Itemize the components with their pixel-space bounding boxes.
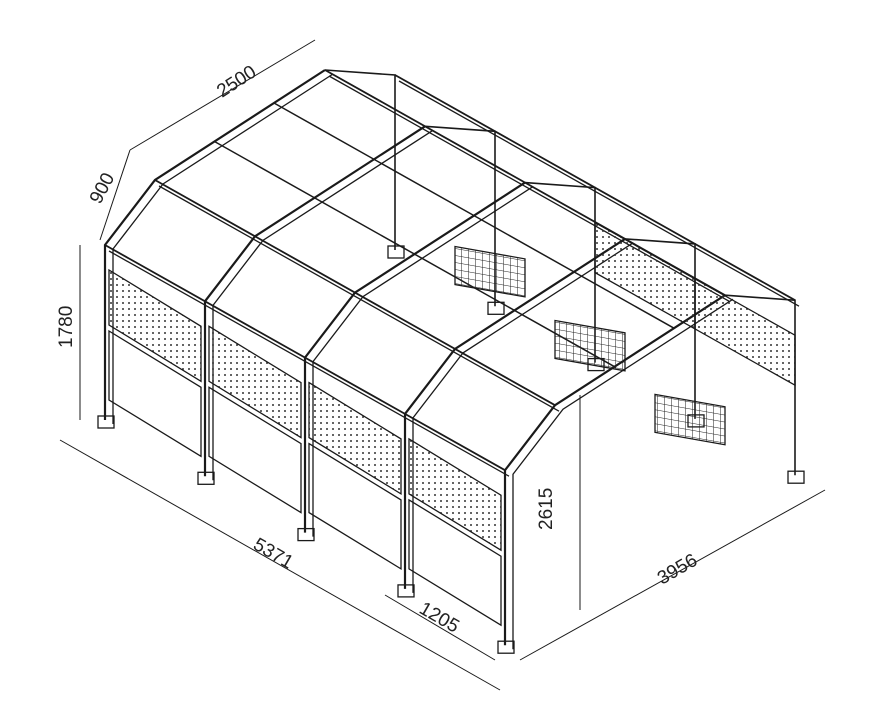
frame-inner-edge [112,73,334,424]
light-grid [454,245,526,298]
longitudinal-beam [154,179,556,406]
dim-length: 5371 [250,534,297,573]
column-foot [297,527,315,542]
solid-panel [308,442,402,571]
dim-eave-height: 1780 [56,306,77,348]
dim-line-roof-width [129,39,316,151]
frame-5 [503,294,726,646]
back-perforated-panel [694,277,796,387]
longitudinal-beam-edge [398,80,800,307]
longitudinal-beam-edge [108,250,510,477]
frame-inner-edge [412,242,634,593]
dim-line-roof-slope [99,149,131,241]
frame-inner-edge [312,186,534,537]
frame-structure [97,69,805,654]
longitudinal-beam-edge [158,185,560,412]
solid-panel [108,329,202,458]
dim-line-bay [384,594,496,661]
frame-1 [103,69,326,420]
column-foot [197,471,215,485]
frame-2 [203,125,426,477]
frame-inner-edge [212,129,434,481]
column-foot [787,470,805,484]
frame-3 [303,181,526,533]
dim-line-length [59,439,501,691]
dim-ridge-height: 2615 [536,488,557,530]
perforated-panel [108,268,202,383]
solid-panel [208,386,302,514]
column-foot [497,640,515,654]
dim-roof-slope: 900 [86,169,119,207]
longitudinal-beam [394,74,796,301]
roof-purlin [214,140,615,368]
perforated-panel [408,437,502,552]
perforated-panel [308,381,402,496]
dimension-lines [59,39,826,691]
dim-depth: 3956 [654,550,701,589]
dim-roof-width: 2500 [213,62,260,103]
column-foot [387,245,405,259]
column-foot [397,584,415,598]
frame-4 [403,237,626,589]
column-foot [487,301,505,315]
light-grid [654,393,726,446]
column-foot [97,415,115,429]
frame-inner-edge [512,298,734,650]
longitudinal-beam [104,244,506,471]
light-grid [554,319,626,372]
perforated-panel [208,325,302,439]
dim-bay-width: 1205 [416,598,463,637]
solid-panel [408,498,502,627]
roof-purlin [273,102,675,329]
dim-line-depth [519,489,826,661]
